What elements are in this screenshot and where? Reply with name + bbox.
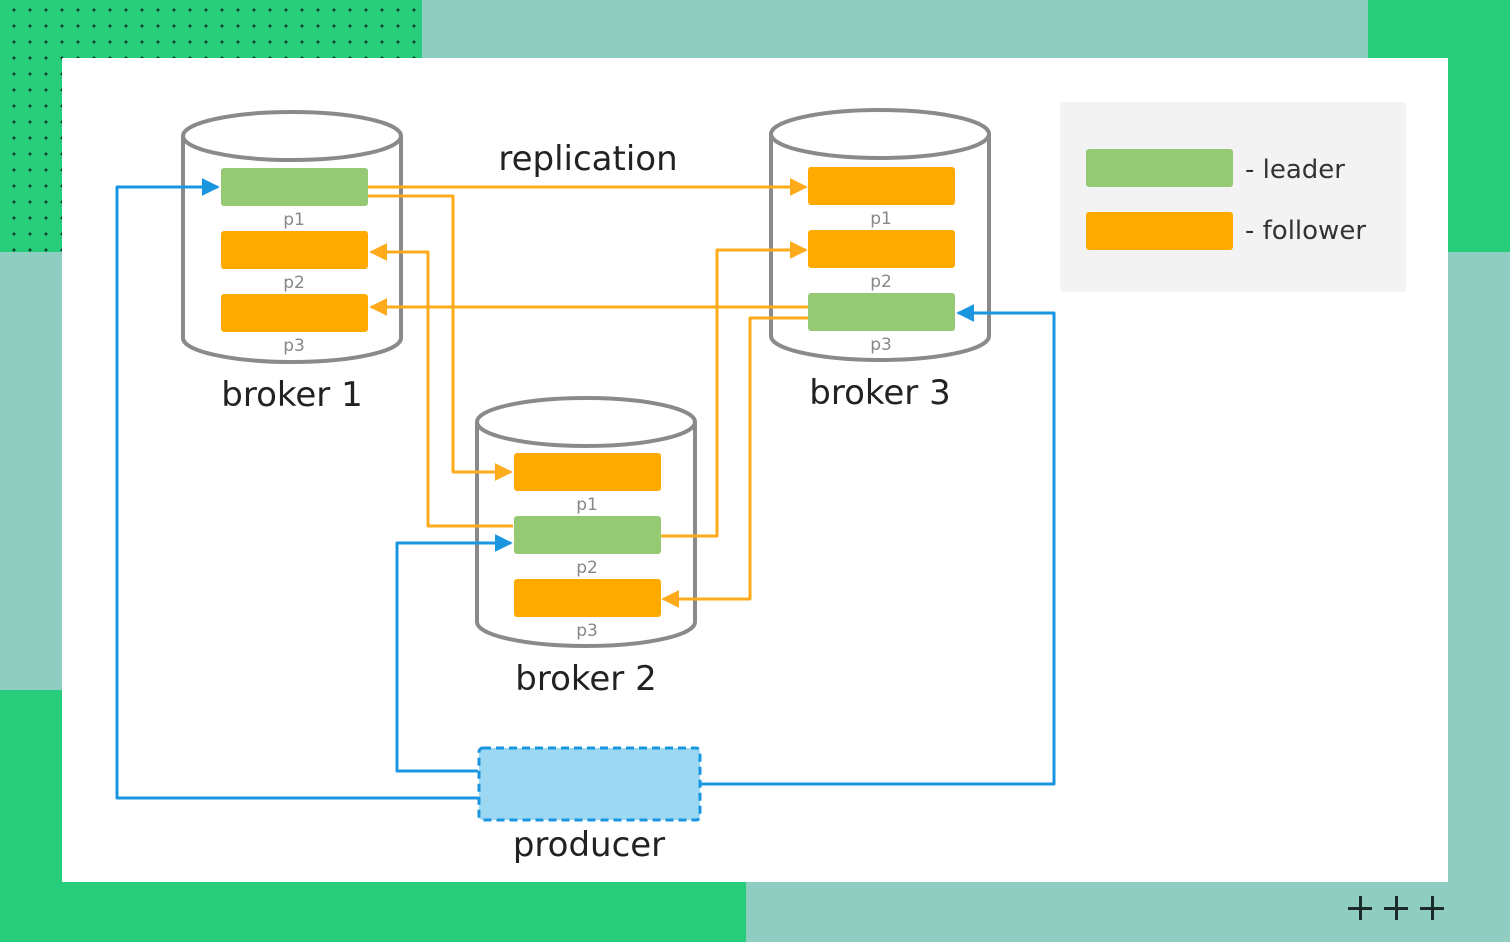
producer-box [477,746,702,822]
replication-line-b1p1-to-b2p1 [368,194,513,481]
partition-label: p2 [576,558,598,578]
partition-follower-b2-p3 [514,579,661,617]
broker-name-label: broker 2 [515,659,656,699]
legend-swatch-leader [1086,149,1233,187]
partition-label: p3 [283,336,305,356]
replication-line-b2p2-to-b3p2 [661,241,808,538]
partition-leader-b2-p2 [514,516,661,554]
broker-name-label: broker 1 [221,375,362,415]
legend-label-follower: - follower [1245,216,1366,246]
partition-follower-b3-p2 [808,230,955,268]
cylinder-top [769,108,991,160]
plus-icon [1384,896,1408,920]
cylinder-top [181,110,403,162]
produce-line-to-b2p2 [395,534,513,773]
broker-name-label: broker 3 [809,373,950,413]
plus-icon [1420,896,1444,920]
partition-follower-b3-p1 [808,167,955,205]
partition-label: p3 [576,621,598,641]
partition-label: p1 [870,209,892,229]
partition-follower-b1-p3 [221,294,368,332]
cylinder-top [475,396,697,448]
replication-line-b3p3-to-b2p3 [661,316,808,608]
produce-line-to-b3p3 [700,304,1056,786]
partition-follower-b2-p1 [514,453,661,491]
plus-icon [1348,896,1372,920]
partition-label: p1 [283,210,305,230]
partition-label: p2 [283,273,305,293]
partition-leader-b3-p3 [808,293,955,331]
legend-panel [1060,102,1406,292]
replication-line-b2p2-to-b1p2 [369,243,513,528]
partition-label: p1 [576,495,598,515]
legend-label-leader: - leader [1245,155,1345,185]
decorative-plus-marks [1348,896,1444,920]
partition-leader-b1-p1 [221,168,368,206]
partition-follower-b1-p2 [221,231,368,269]
replication-label: replication [498,139,677,179]
producer-label: producer [513,825,665,865]
produce-line-to-b1p1 [115,178,478,800]
legend-swatch-follower [1086,212,1233,250]
partition-label: p3 [870,335,892,355]
partition-label: p2 [870,272,892,292]
